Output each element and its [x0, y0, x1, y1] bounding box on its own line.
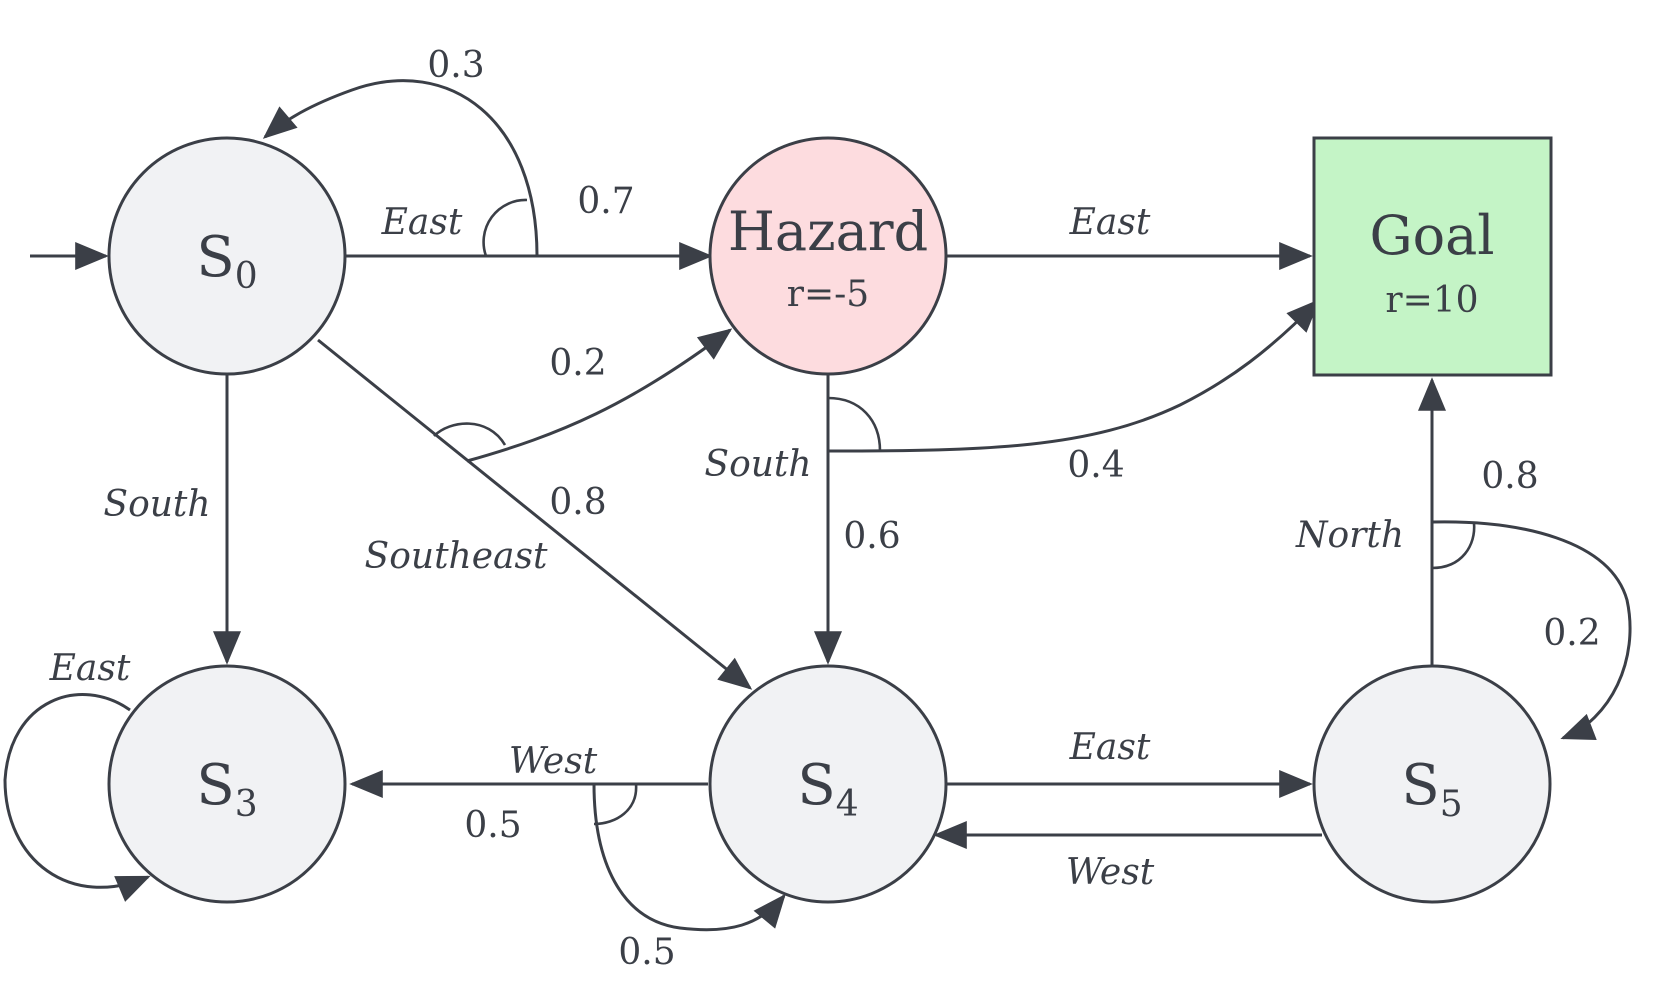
split-arc-s4-west	[593, 783, 638, 826]
split-arc-s0-southeast	[433, 422, 507, 446]
edge-s4-west-self	[592, 783, 786, 932]
edge-s0-southeast-hazard	[466, 328, 733, 463]
split-arc-s0-east	[482, 198, 528, 257]
action-s5-west: West	[1066, 852, 1155, 893]
state-s0: S0	[107, 136, 347, 376]
state-s5: S5	[1312, 664, 1552, 904]
split-arc-s5-north	[1431, 522, 1476, 570]
action-s0-east: East	[381, 202, 463, 243]
action-s0-southeast: Southeast	[365, 536, 548, 577]
action-s0-south: South	[103, 484, 210, 525]
edge-s5-north-self	[1431, 520, 1632, 741]
prob-hazard-south-s4: 0.6	[843, 516, 900, 557]
state-s5-label: S5	[1401, 753, 1462, 825]
prob-s5-north-self: 0.2	[1543, 613, 1600, 654]
prob-s0-se-s4: 0.8	[549, 482, 606, 523]
hazard-reward: r=-5	[787, 274, 869, 315]
prob-s5-north-goal: 0.8	[1481, 456, 1538, 497]
state-s3: S3	[107, 664, 347, 904]
state-s3-label: S3	[196, 753, 257, 825]
state-s4: S4	[708, 664, 948, 904]
action-hazard-east: East	[1069, 202, 1151, 243]
prob-s0-east-self: 0.3	[427, 45, 484, 86]
edge-s0-southeast-s4	[317, 338, 753, 690]
edge-s0-east-self	[262, 79, 539, 257]
state-goal: Goal r=10	[1312, 136, 1553, 377]
split-arc-hazard-south	[827, 396, 882, 452]
state-s0-label: S0	[196, 225, 257, 297]
prob-s4-west-s3: 0.5	[464, 805, 521, 846]
action-s4-west: West	[509, 741, 598, 782]
prob-hazard-south-goal: 0.4	[1067, 445, 1124, 486]
hazard-label: Hazard	[728, 200, 928, 263]
edge-s3-east-self	[3, 693, 151, 902]
goal-reward: r=10	[1385, 280, 1478, 321]
goal-label: Goal	[1369, 204, 1494, 267]
action-s5-north: North	[1295, 515, 1404, 556]
state-s4-label: S4	[797, 753, 858, 825]
prob-s4-west-self: 0.5	[618, 932, 675, 973]
action-s3-east: East	[49, 648, 131, 689]
prob-s0-se-hazard: 0.2	[549, 343, 606, 384]
prob-s0-east-hazard: 0.7	[577, 181, 634, 222]
action-hazard-south: South	[704, 444, 811, 485]
edge-hazard-south-goal	[827, 299, 1320, 453]
state-hazard: Hazard r=-5	[708, 136, 948, 376]
action-s4-east: East	[1069, 727, 1151, 768]
